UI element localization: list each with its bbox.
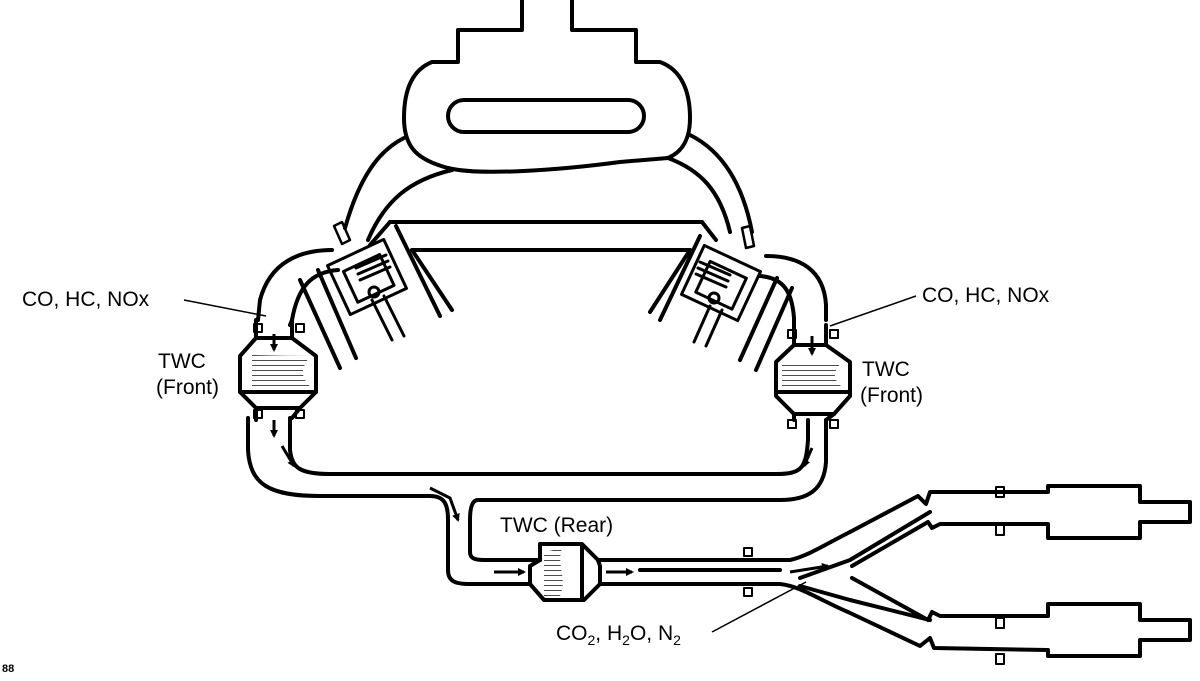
intake-runners: [343, 133, 754, 247]
flow-arrow-icon: [429, 486, 460, 522]
outlet-gas-label: CO2, H2O, N2: [556, 622, 681, 648]
twc-left-label-line1: TWC: [158, 350, 206, 373]
leader-line-left: [183, 299, 267, 317]
gas-label-left: CO, HC, NOx: [22, 288, 150, 311]
rear-twc[interactable]: [528, 542, 602, 602]
twc-left-label-line2: (Front): [156, 376, 219, 399]
lower-muffler[interactable]: [846, 576, 1192, 665]
flow-arrow-icon: [280, 445, 296, 468]
twc-right-label-line1: TWC: [862, 358, 910, 381]
left-catalyst-element: [252, 355, 314, 390]
rear-catalyst-element: [544, 548, 563, 596]
left-piston-icon: [325, 237, 409, 342]
right-piston-icon: [679, 243, 763, 348]
leader-line-right: [829, 295, 917, 327]
left-spark-plug-icon: [332, 220, 352, 246]
leader-line-outlet: [711, 581, 807, 633]
engine-block: [298, 224, 794, 372]
left-front-twc[interactable]: [238, 318, 318, 422]
right-exhaust-pipe: [468, 254, 828, 562]
right-front-twc[interactable]: [774, 323, 852, 429]
flow-arrow-icon: [789, 562, 830, 574]
right-catalyst-element: [782, 362, 846, 390]
upper-muffler[interactable]: [848, 484, 1192, 568]
gas-label-right: CO, HC, NOx: [922, 284, 1050, 307]
right-spark-plug-icon: [740, 224, 756, 250]
tailpipe-section: [596, 510, 932, 622]
figure-number: 88: [2, 663, 14, 675]
twc-rear-label: TWC (Rear): [500, 514, 613, 537]
twc-right-label-line2: (Front): [860, 384, 923, 407]
intake-plenum: [402, 0, 692, 174]
flow-arrow-icon: [802, 447, 814, 468]
